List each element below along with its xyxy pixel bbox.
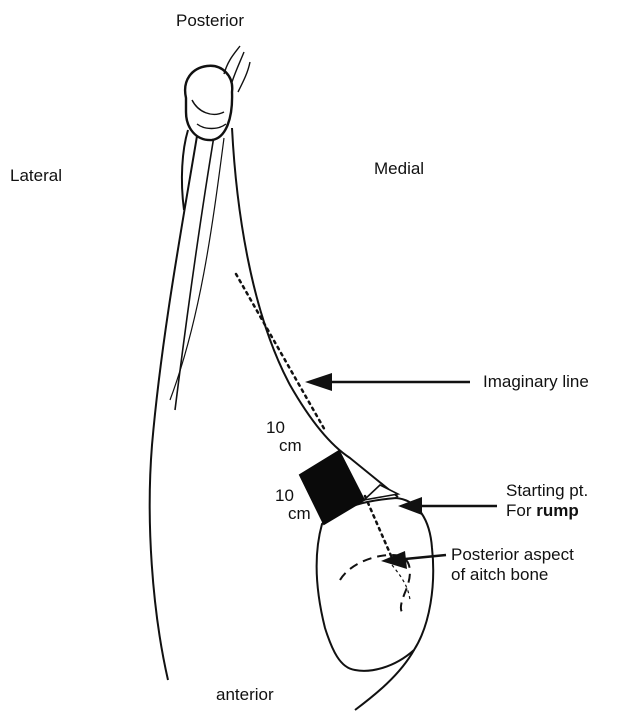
starting-point-line1: Starting pt. <box>506 481 588 501</box>
aitch-label-line2: of aitch bone <box>451 565 574 585</box>
aitch-bone-label: Posterior aspect of aitch bone <box>451 545 574 584</box>
aitch-region-outline <box>317 498 433 671</box>
imaginary-line-arrow <box>305 373 470 391</box>
posterior-label: Posterior <box>176 11 244 31</box>
starting-point-line2: For rump <box>506 501 588 521</box>
lateral-label: Lateral <box>10 166 62 186</box>
measurement-lower: 10 cm <box>275 487 311 523</box>
aitch-label-line1: Posterior aspect <box>451 545 574 565</box>
rump-word: rump <box>536 501 579 520</box>
measurement-upper: 10 cm <box>266 419 302 455</box>
imaginary-dotted-line <box>236 274 326 432</box>
starting-point-label: Starting pt. For rump <box>506 481 588 520</box>
medial-label: Medial <box>374 159 424 179</box>
measurement-lower-unit: cm <box>288 505 311 523</box>
measurement-lower-value: 10 <box>275 487 311 505</box>
measurement-upper-unit: cm <box>279 437 302 455</box>
measurement-upper-value: 10 <box>266 419 302 437</box>
starting-point-prefix: For <box>506 501 536 520</box>
shank-line-2 <box>170 138 224 400</box>
anterior-label: anterior <box>216 685 274 705</box>
leg-outline <box>150 106 202 680</box>
imaginary-line-label: Imaginary line <box>483 372 589 392</box>
